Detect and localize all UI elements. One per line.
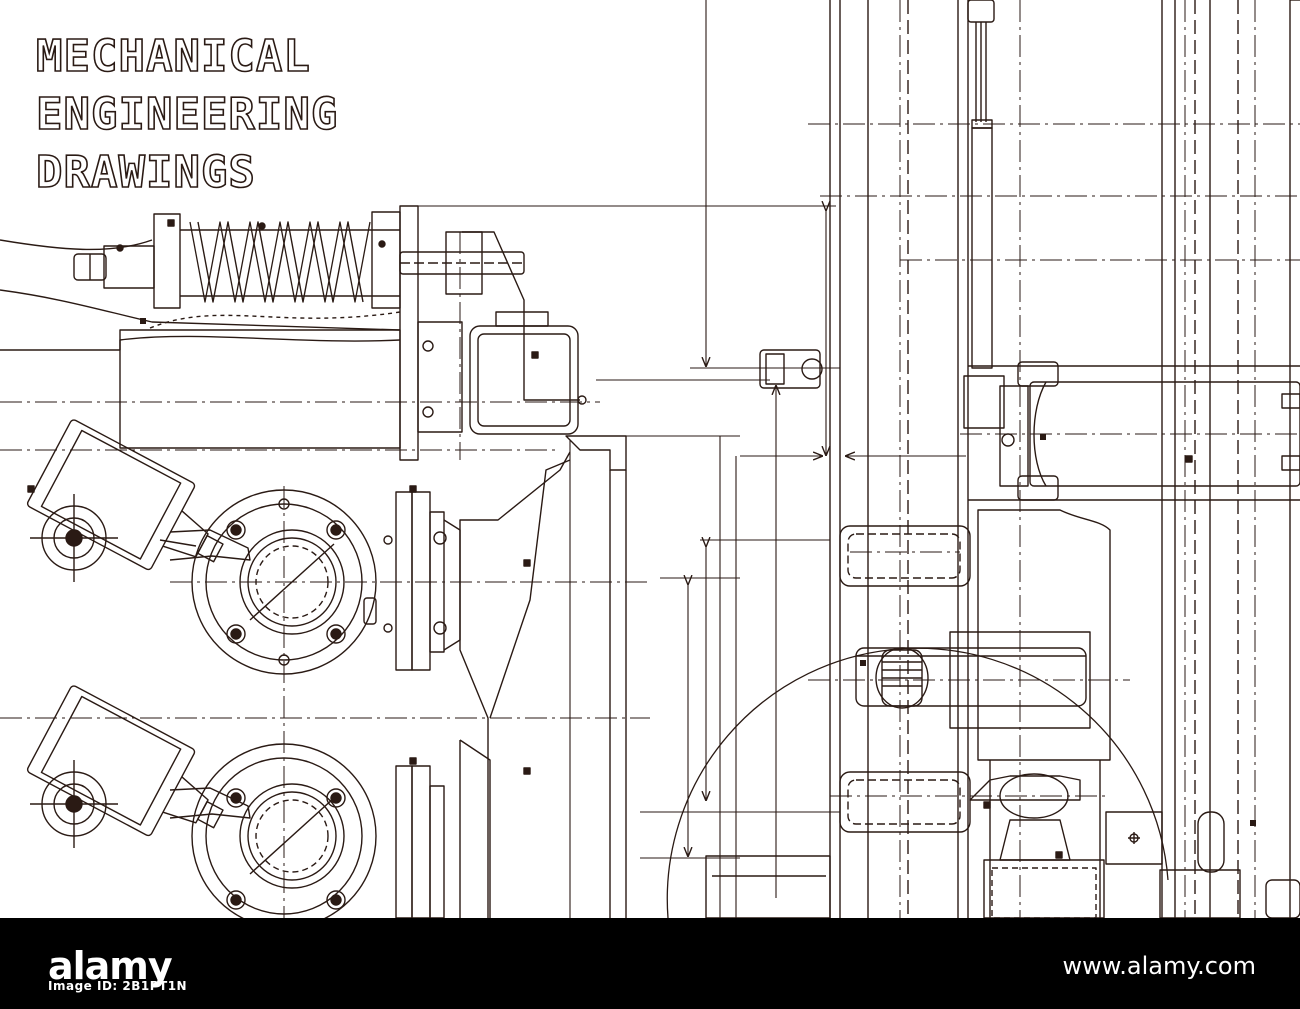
actuator-2-wheel <box>30 760 118 848</box>
flange-plate-2 <box>395 757 445 918</box>
site-url: www.alamy.com <box>1062 952 1256 980</box>
watermark-footer: alamy Image ID: 2B1PT1N www.alamy.com <box>0 918 1300 1009</box>
flange-plate-1 <box>383 485 461 671</box>
right-cylinder <box>963 361 1300 501</box>
image-id-label: Image ID: 2B1PT1N <box>48 979 188 993</box>
blueprint-drawing <box>0 0 1300 918</box>
dimension-lines <box>400 0 966 918</box>
title-line-3: DRAWINGS <box>35 146 256 199</box>
alamy-logo: alamy <box>48 944 173 988</box>
lower-mechanism <box>969 773 1300 918</box>
title-line-1: MECHANICAL <box>35 30 311 83</box>
piston-rod <box>967 0 995 369</box>
markers <box>140 318 1256 826</box>
spring-assembly <box>0 211 401 449</box>
actuator-1 <box>26 419 224 571</box>
bracket <box>399 205 627 471</box>
valve-assembly-1 <box>159 489 377 675</box>
large-arc <box>666 647 1169 918</box>
actuator-1-wheel <box>27 485 118 582</box>
frame-lines <box>829 0 1300 918</box>
slots <box>839 525 1225 873</box>
valve-assembly-2 <box>169 743 377 918</box>
bearing-block <box>855 509 1111 918</box>
bottom-boxes <box>705 349 831 918</box>
center-lines <box>0 0 1300 918</box>
title-line-2: ENGINEERING <box>35 88 339 141</box>
drawing-title: MECHANICAL ENGINEERING DRAWINGS <box>35 28 339 202</box>
channel <box>459 451 627 918</box>
actuator-2 <box>26 685 224 837</box>
